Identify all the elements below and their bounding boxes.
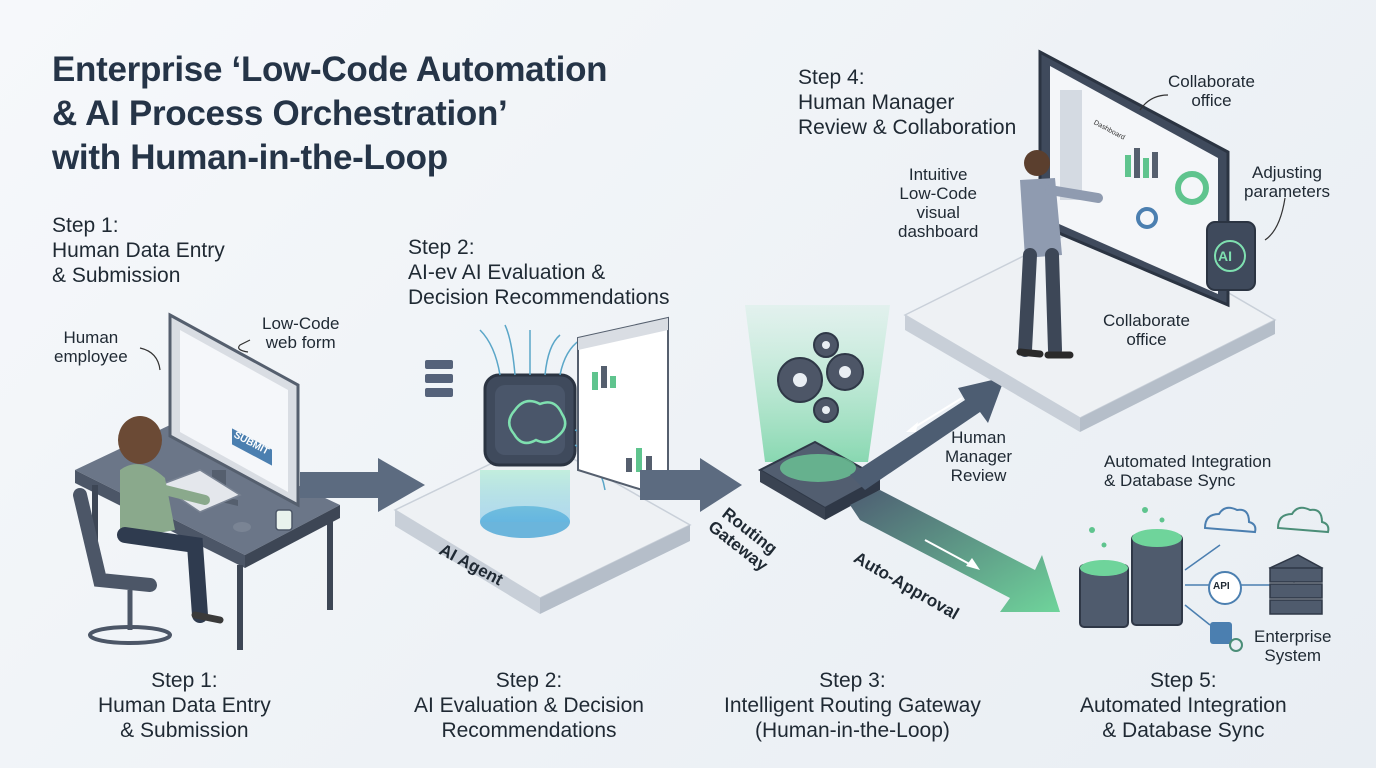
flow-arrow-2 xyxy=(640,458,742,512)
step4-top-label: Step 4: Human Manager Review & Collabora… xyxy=(798,66,1017,139)
collaborate-office-platform-label: Collaborate office xyxy=(1103,311,1190,349)
low-code-form-label: Low-Code web form xyxy=(262,314,340,352)
step1-bottom-label: Step 1: Human Data Entry & Submission xyxy=(98,669,271,742)
routing-gateway xyxy=(745,305,890,520)
database-cluster xyxy=(1079,506,1330,652)
desk-scene xyxy=(73,312,340,650)
adjusting-parameters-label: Adjusting parameters xyxy=(1244,163,1330,201)
page-title: Enterprise ‘Low-Code Automation & AI Pro… xyxy=(52,50,608,177)
flow-arrow-1 xyxy=(300,458,425,512)
manager-platform xyxy=(903,49,1286,432)
ai-badge-icon: AI xyxy=(1218,248,1232,264)
step2-top-label: Step 2: AI-ev AI Evaluation & Decision R… xyxy=(408,236,670,309)
step1-top-label: Step 1: Human Data Entry & Submission xyxy=(52,214,225,287)
api-badge: API xyxy=(1213,581,1230,592)
step3-bottom-label: Step 3: Intelligent Routing Gateway (Hum… xyxy=(724,669,981,742)
step2-bottom-label: Step 2: AI Evaluation & Decision Recomme… xyxy=(414,669,644,742)
human-employee-label: Human employee xyxy=(54,328,128,366)
automated-integration-label: Automated Integration & Database Sync xyxy=(1104,452,1272,490)
enterprise-system-label: Enterprise System xyxy=(1254,627,1332,665)
collaborate-office-top-label: Collaborate office xyxy=(1168,72,1255,110)
human-manager-review-label: Human Manager Review xyxy=(945,428,1013,485)
ai-platform xyxy=(393,316,692,614)
manager-review-arrow xyxy=(850,377,1005,490)
step5-bottom-label: Step 5: Automated Integration & Database… xyxy=(1080,669,1287,742)
auto-approval-arrow xyxy=(850,490,1060,612)
intuitive-dashboard-label: Intuitive Low-Code visual dashboard xyxy=(898,165,979,241)
